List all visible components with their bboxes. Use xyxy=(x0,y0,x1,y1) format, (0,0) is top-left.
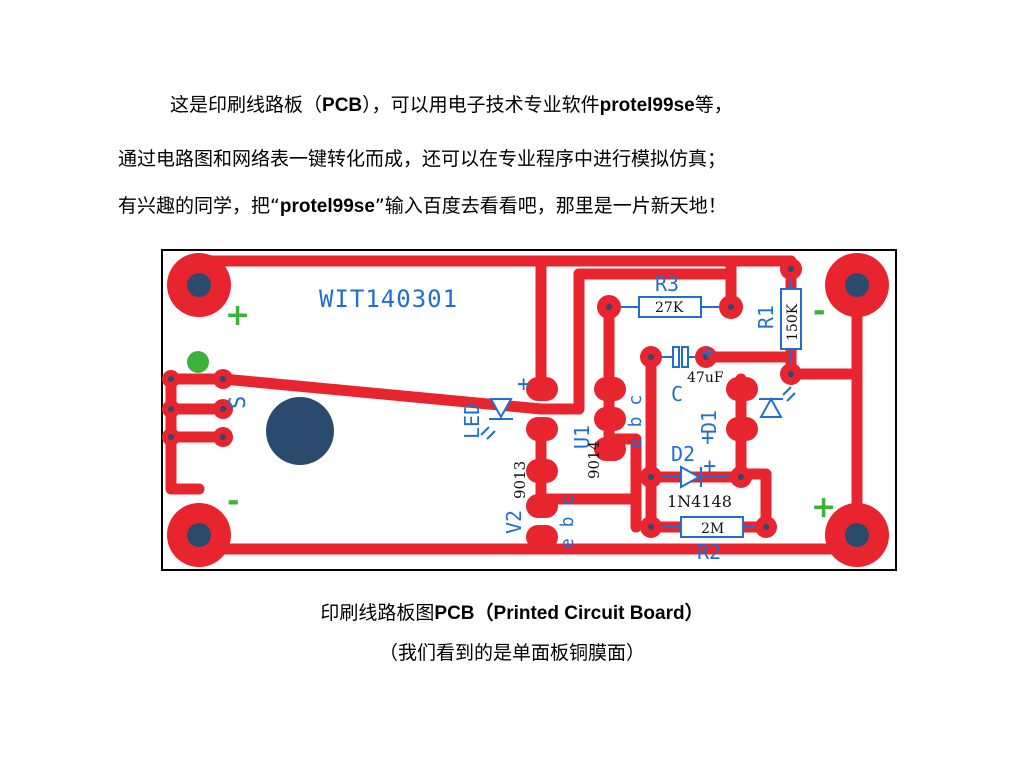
trace-u1-top xyxy=(535,268,585,415)
hole-r1-b xyxy=(788,371,794,377)
led-plus: + xyxy=(517,372,530,397)
r2-value: 2M xyxy=(701,521,724,537)
hole-d2-a xyxy=(648,474,654,480)
polarity-right-plus: + xyxy=(811,490,836,525)
c-plate-b xyxy=(681,346,689,368)
u1-pin-labels: e b c xyxy=(625,395,646,449)
polarity-right-minus: - xyxy=(813,294,825,329)
caption-line-2: （我们看到的是单面板铜膜面） xyxy=(378,642,645,664)
u2-pin-labels: e b c xyxy=(557,495,578,549)
r2-label: R2 xyxy=(697,540,721,564)
hole-r2-a xyxy=(648,524,654,530)
trace-switch-led xyxy=(217,373,547,415)
hole-s6 xyxy=(220,434,226,440)
c-label: C xyxy=(671,382,683,406)
pad-u2-b xyxy=(526,494,558,518)
intro-line-3-part-c: ”输入百度去看看吧，那里是一片新天地！ xyxy=(374,195,727,217)
pad-led-a xyxy=(526,377,558,401)
r3-label: R3 xyxy=(655,272,679,296)
led-label: LED xyxy=(460,403,484,439)
hole-s3 xyxy=(168,434,174,440)
silkscreen-labels: WIT140301 R3 R1 C D1 D2 R2 LED S U1 V2 e… xyxy=(226,272,778,564)
pad-d1-k xyxy=(726,417,758,441)
intro-line-1-part-c: ），可以用电子技术专业软件 xyxy=(362,94,600,116)
intro-line-1-part-a: 这是印刷线路板（ xyxy=(170,94,323,116)
c-plus: + xyxy=(701,340,714,365)
pad-hole-top-left xyxy=(187,273,211,297)
board-id: WIT140301 xyxy=(319,285,458,313)
caption-line-1-en: PCB（Printed Circuit Board） xyxy=(434,603,704,624)
d2-value: 1N4148 xyxy=(667,492,732,511)
hole-r1-a xyxy=(788,266,794,272)
hole-s1 xyxy=(168,376,174,382)
pad-u2-c xyxy=(526,459,558,483)
pad-holes xyxy=(168,266,794,530)
d2-plus: + xyxy=(703,454,716,479)
hole-c-b xyxy=(703,354,709,360)
intro-line-3: 有兴趣的同学，把“protel99se”输入百度去看看吧，那里是一片新天地！ xyxy=(118,191,727,218)
d2-triangle xyxy=(680,465,702,489)
d2-label: D2 xyxy=(671,442,695,466)
d1-ray-2 xyxy=(786,392,796,402)
pad-u1-e xyxy=(594,437,626,461)
d1-label: D1 xyxy=(697,410,721,434)
led-triangle xyxy=(489,398,513,420)
c-plate-a xyxy=(672,346,680,368)
pad-hole-bottom-left xyxy=(187,523,211,547)
c-value: 47uF xyxy=(687,370,724,386)
intro-line-1-protel: protel99se xyxy=(599,95,695,116)
silkscreen-outlines xyxy=(480,279,802,538)
component-values: 27K 150K 47uF 1N4148 2M 9014 9013 xyxy=(511,300,801,537)
intro-line-3-protel: protel99se xyxy=(279,196,375,217)
switch-label: S xyxy=(226,396,251,409)
intro-line-1-part-e: 等， xyxy=(694,94,733,116)
pad-hole-top-right xyxy=(845,273,869,297)
pad-u1-b xyxy=(594,407,626,431)
d1-triangle xyxy=(759,396,783,418)
hole-s2 xyxy=(168,406,174,412)
hole-r2-b xyxy=(763,524,769,530)
u2-value: 9013 xyxy=(511,461,529,499)
hole-c-a xyxy=(648,354,654,360)
pad-hole-bottom-right xyxy=(845,523,869,547)
pad-u2-e xyxy=(526,525,558,549)
polarity-left-minus: - xyxy=(227,484,239,519)
hole-r3-b xyxy=(728,304,734,310)
pcb-diagram: WIT140301 R3 R1 C D1 D2 R2 LED S U1 V2 e… xyxy=(161,249,897,571)
hole-d2-k xyxy=(738,474,744,480)
caption-line-1-cn: 印刷线路板图 xyxy=(320,602,435,624)
intro-line-1: 这是印刷线路板（PCB），可以用电子技术专业软件protel99se等， xyxy=(170,90,733,117)
u2-label: V2 xyxy=(502,510,526,534)
caption-line-1: 印刷线路板图PCB（Printed Circuit Board） xyxy=(0,598,1024,625)
polarity-left-plus: + xyxy=(225,298,250,333)
led-ray-2 xyxy=(486,430,496,440)
led-ray-1 xyxy=(480,426,490,436)
intro-line-2: 通过电路图和网络表一键转化而成，还可以在专业程序中进行模拟仿真； xyxy=(118,148,727,170)
green-marker xyxy=(187,351,209,373)
r1-value: 150K xyxy=(785,303,801,341)
hole-r3-a xyxy=(606,304,612,310)
intro-line-1-pcb: PCB xyxy=(322,95,363,116)
pad-led-k xyxy=(526,417,558,441)
mounting-hole xyxy=(266,397,334,465)
mounting-pads xyxy=(167,253,889,567)
r1-label: R1 xyxy=(754,305,778,329)
hole-s5 xyxy=(220,406,226,412)
u1-label: U1 xyxy=(570,425,594,449)
trace-d1-d2 xyxy=(735,421,772,533)
u1-value: 9014 xyxy=(585,441,603,479)
pad-u1-c xyxy=(594,377,626,401)
intro-line-3-part-a: 有兴趣的同学，把“ xyxy=(118,195,280,217)
r3-value: 27K xyxy=(655,300,684,316)
d1-plus: + xyxy=(701,426,714,451)
pad-d1-a xyxy=(726,377,758,401)
polarity-marks: + - - + xyxy=(225,294,836,525)
d1-ray-1 xyxy=(782,386,792,396)
hole-s4 xyxy=(220,376,226,382)
